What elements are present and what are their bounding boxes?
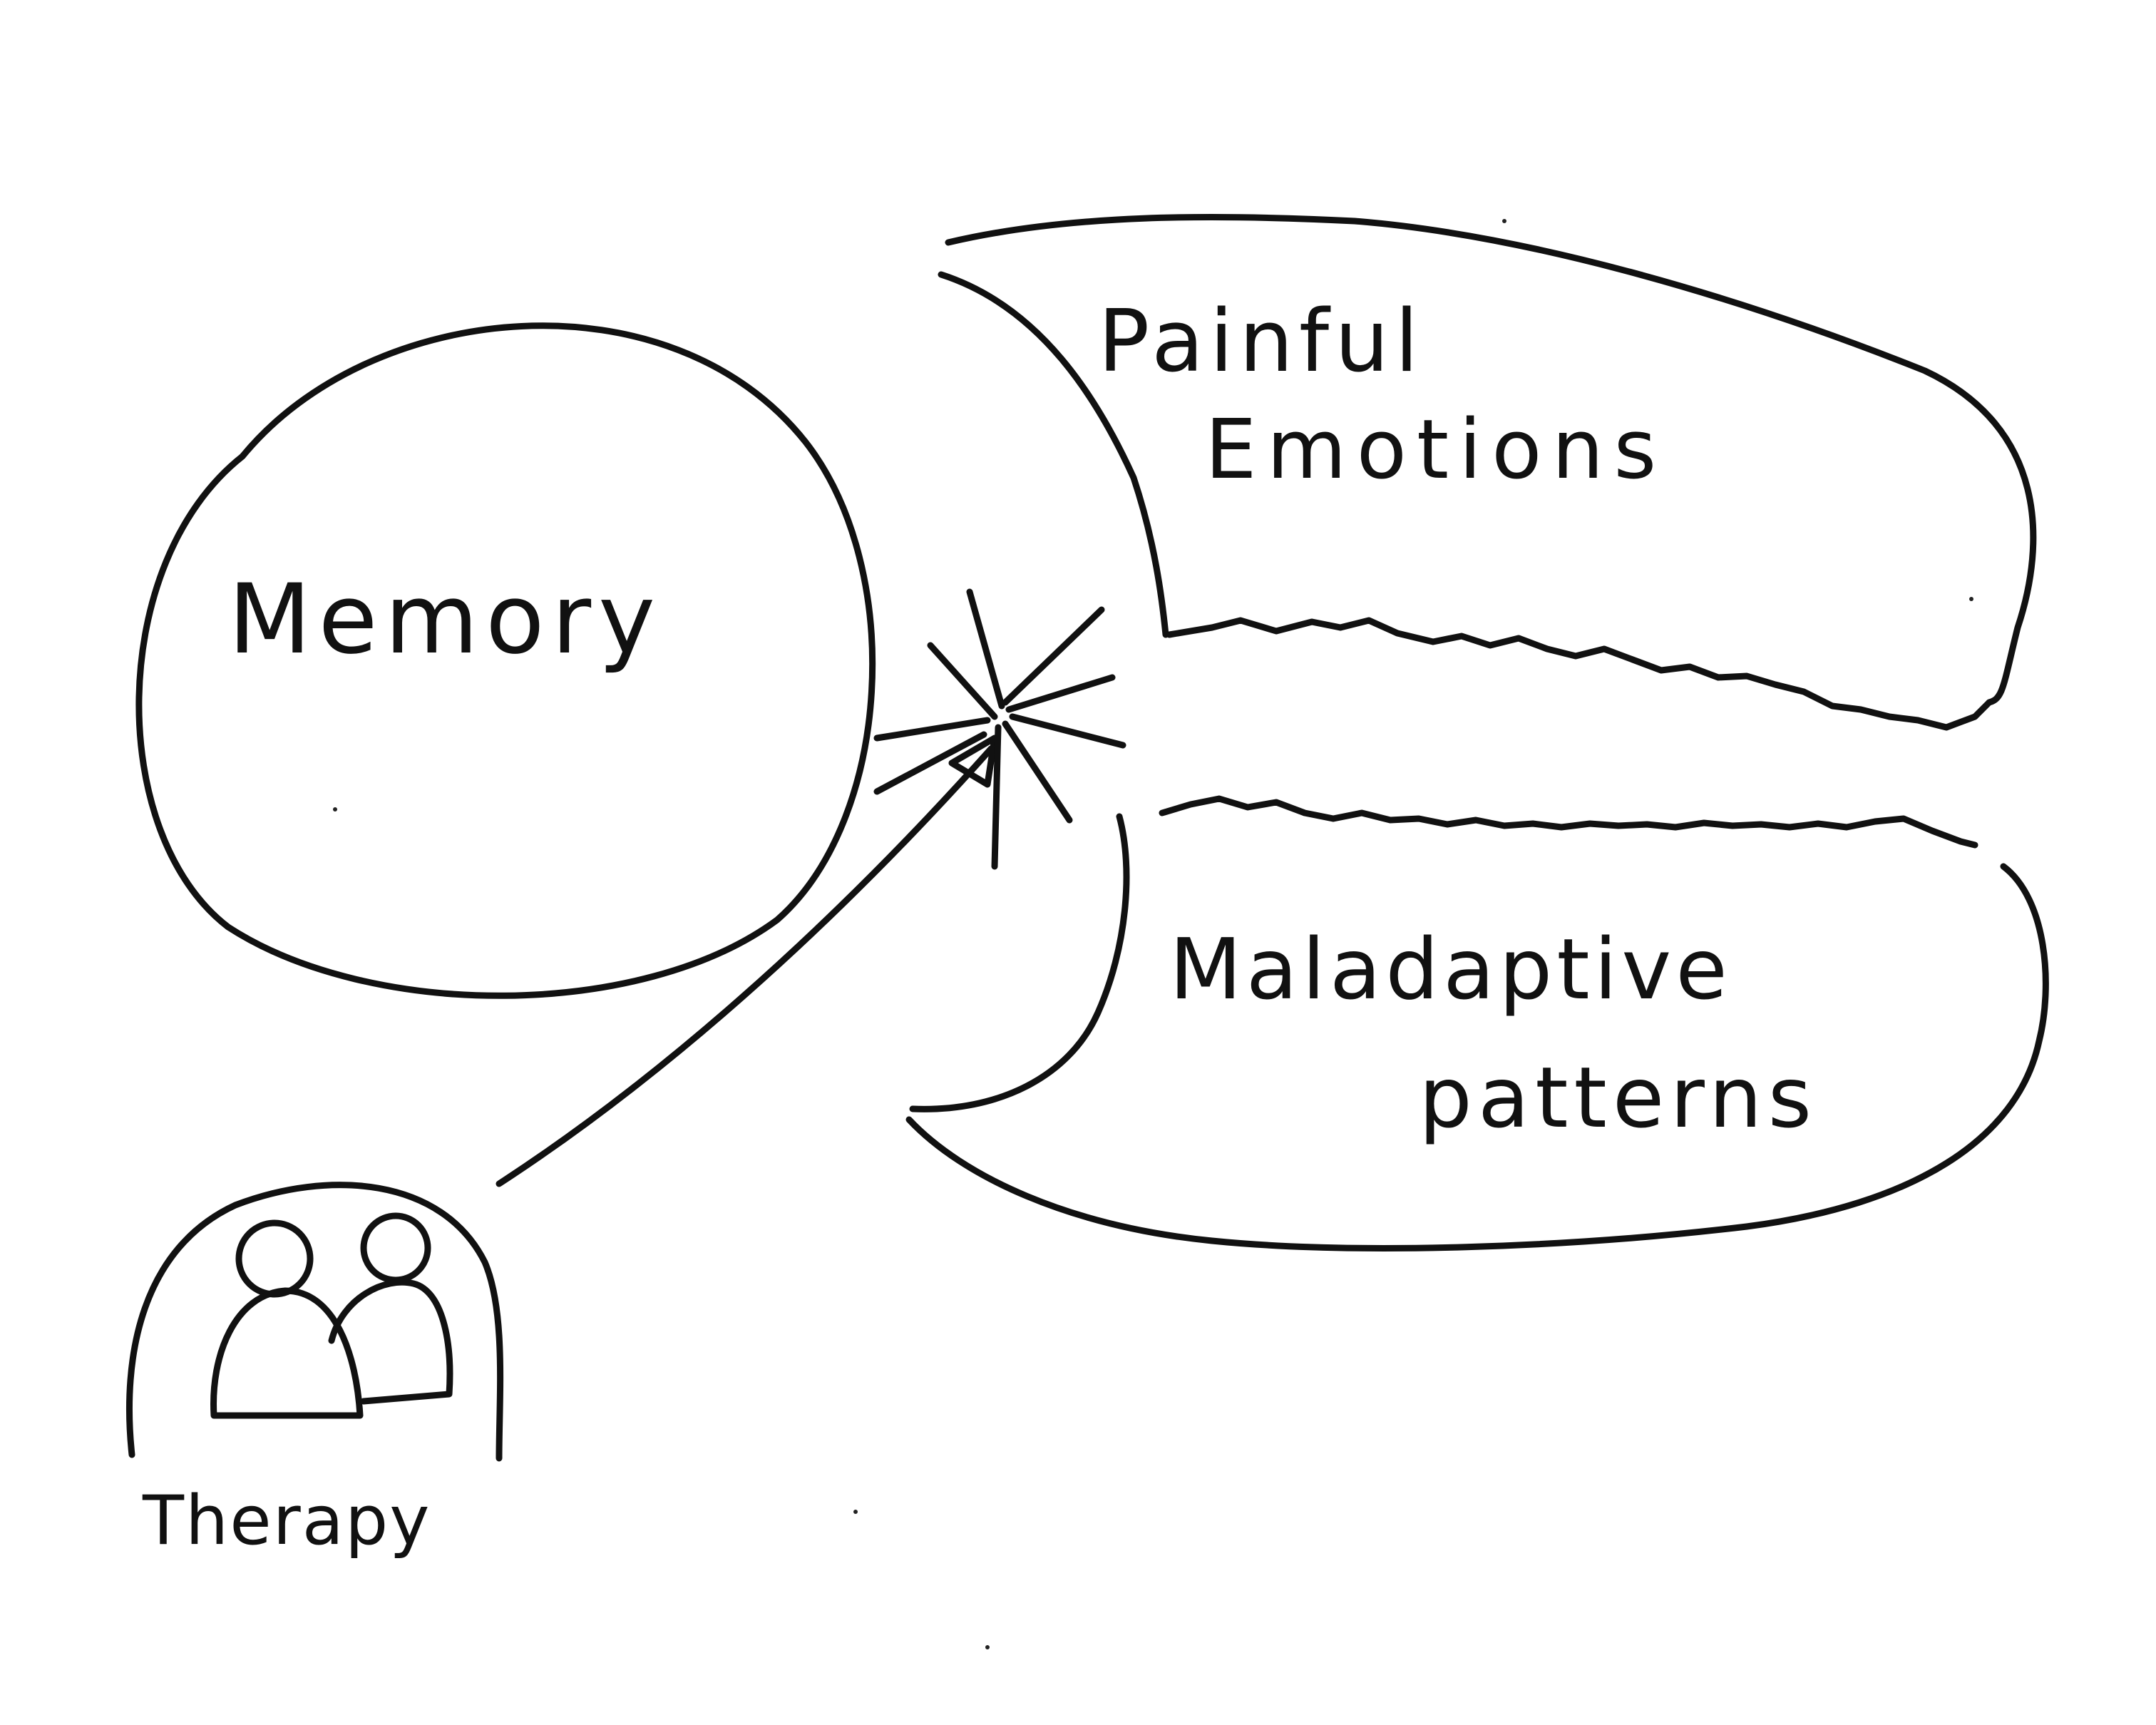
maladaptive-patterns-label-line1: Maladaptive — [1169, 920, 1732, 1018]
maladaptive-patterns-left-edge — [909, 813, 1130, 1112]
paper-speck — [853, 1510, 858, 1514]
memory-circle — [135, 322, 876, 999]
maladaptive-patterns-shape — [905, 863, 2049, 1251]
painful-emotions-label-line2: Emotions — [1205, 402, 1666, 498]
painful-emotions-torn-edge — [1166, 617, 1993, 731]
therapy-arrowhead — [948, 734, 998, 788]
paper-speck — [1969, 597, 1973, 601]
paper-speck — [985, 1645, 990, 1649]
therapy-arrow-line — [496, 745, 995, 1187]
paper-speck — [1502, 219, 1506, 223]
memory-label: Memory — [228, 563, 662, 675]
spark-burst-icon — [873, 588, 1126, 870]
person-left-body-icon — [210, 1287, 364, 1419]
painful-emotions-shape — [945, 213, 2037, 706]
maladaptive-patterns-label-line2: patterns — [1419, 1048, 1817, 1147]
painful-emotions-label-line1: Painful — [1098, 292, 1424, 391]
therapy-icon — [125, 1182, 504, 1462]
person-right-body-icon — [328, 1279, 453, 1405]
painful-emotions-left-edge — [938, 271, 1169, 638]
therapy-label: Therapy — [142, 1482, 431, 1560]
therapy-arch — [125, 1182, 504, 1462]
maladaptive-patterns-torn-edge — [1159, 795, 1978, 849]
paper-speck — [333, 807, 337, 812]
